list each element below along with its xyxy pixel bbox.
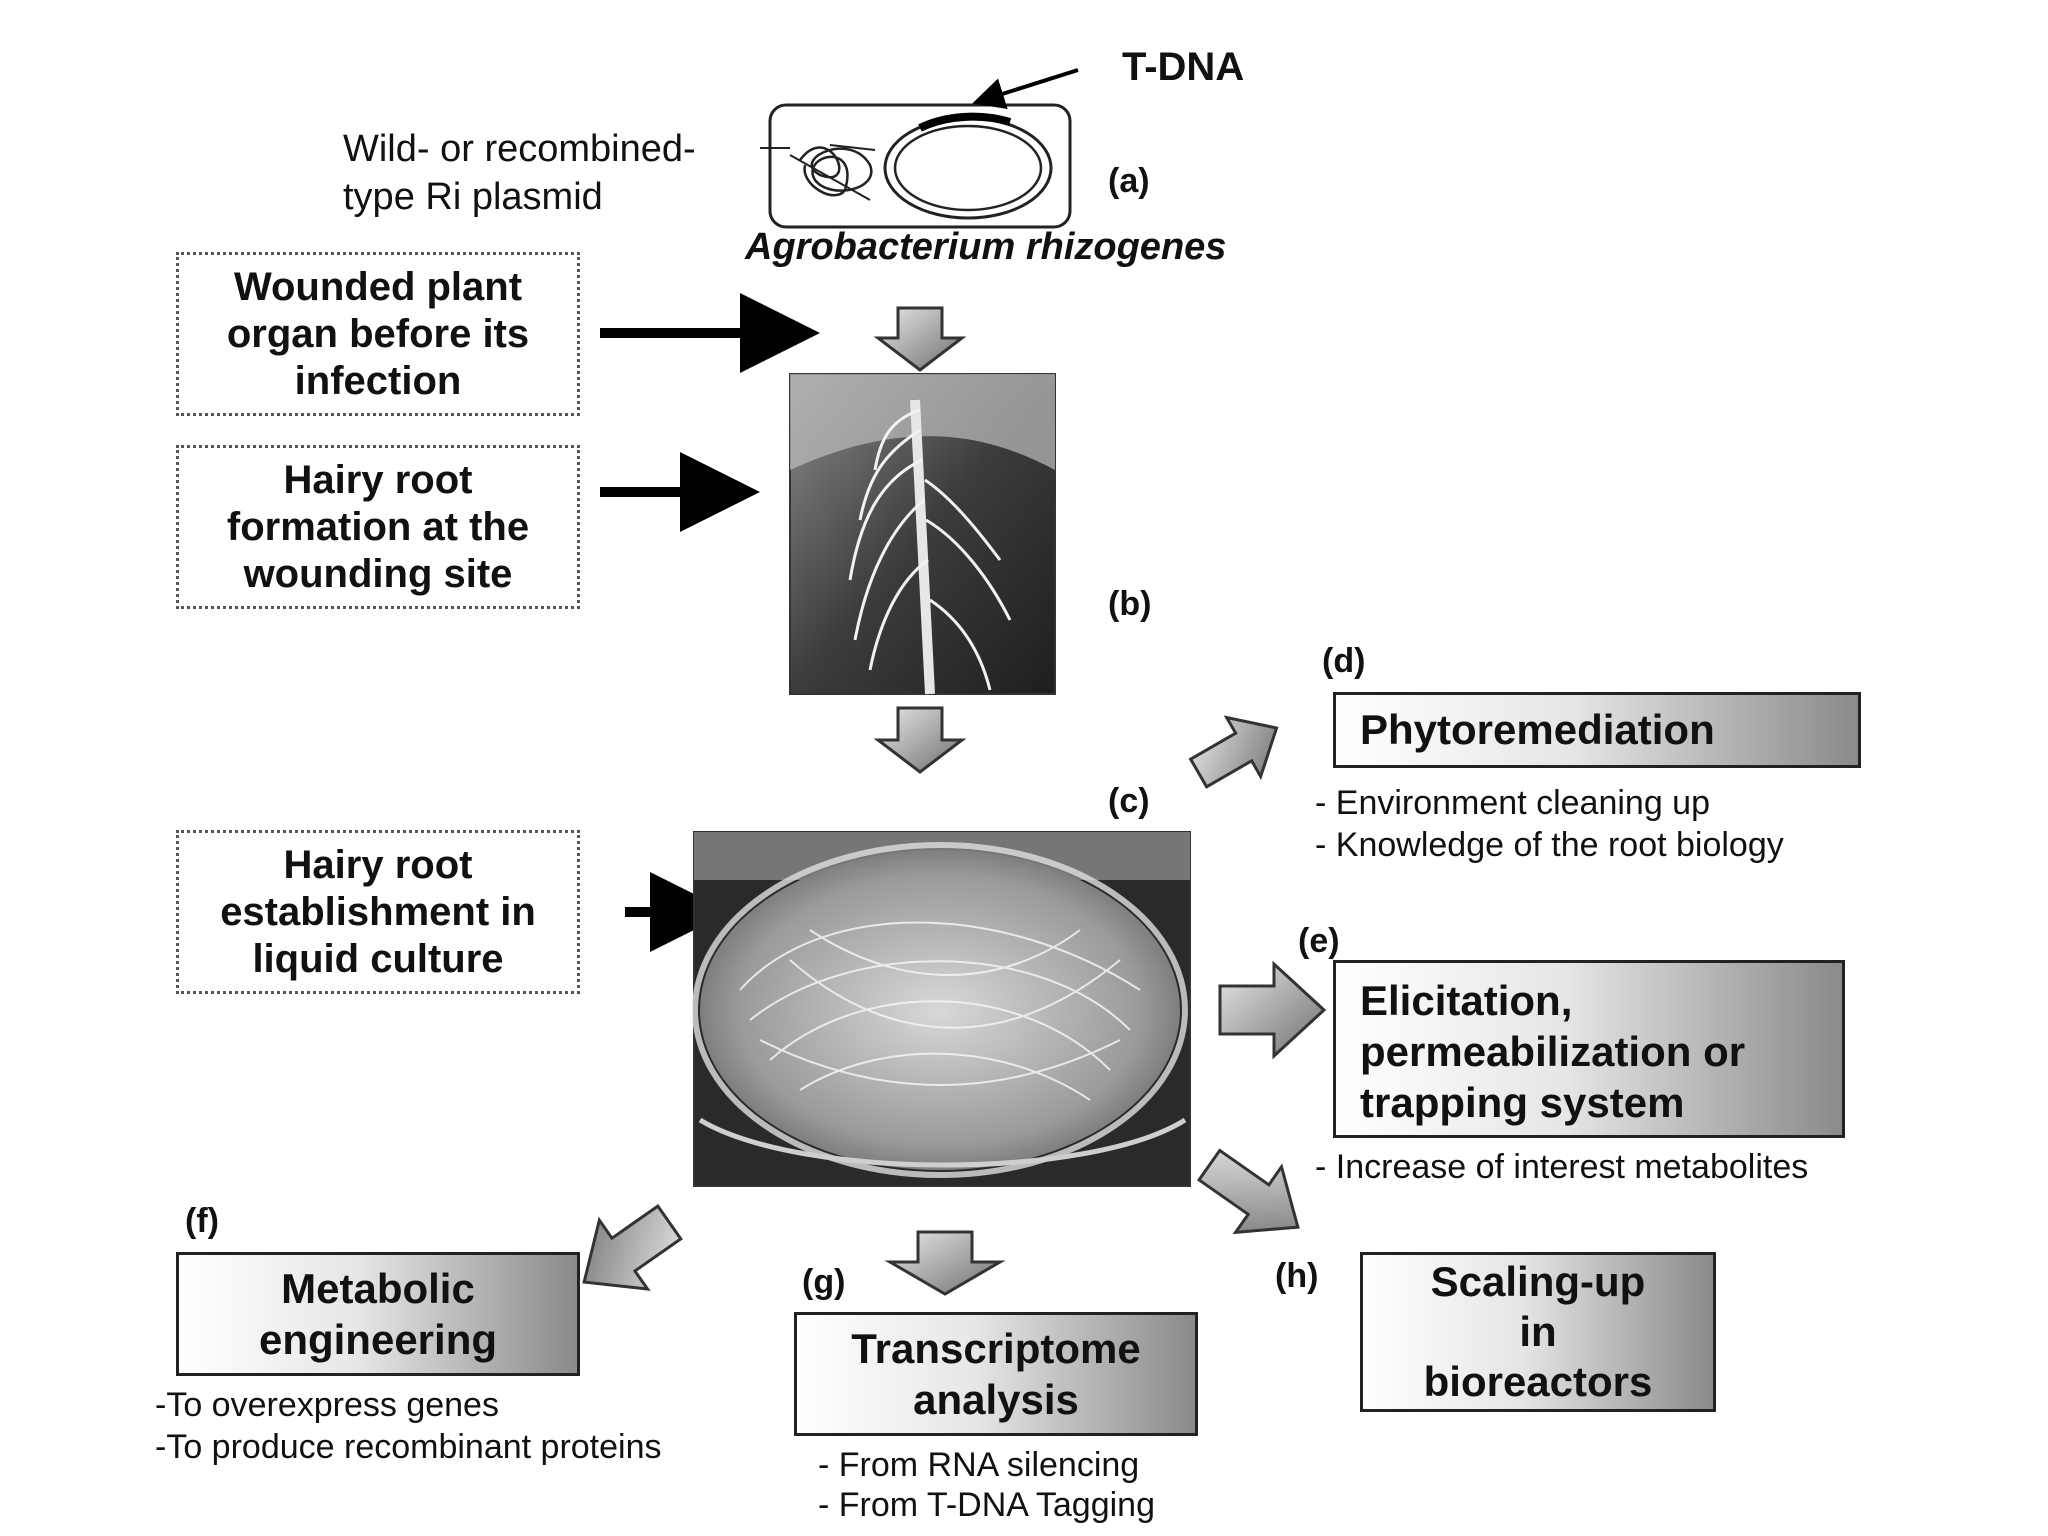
step-hairy-root-formation-box: Hairy root formation at the wounding sit… (176, 445, 580, 609)
scaling-title-line3: bioreactors (1423, 1358, 1653, 1405)
metabolic-engineering-box: Metabolic engineering (176, 1252, 580, 1376)
phytoremediation-bullets: - Environment cleaning up - Knowledge of… (1315, 782, 1784, 866)
step2-line3: wounding site (243, 551, 513, 596)
step2-line1: Hairy root (283, 457, 473, 502)
organism-label: Agrobacterium rhizogenes (745, 226, 1227, 268)
plasmid-label-line2: type Ri plasmid (343, 176, 603, 218)
bullet-e-1: - Increase of interest metabolites (1315, 1148, 1809, 1186)
tdna-pointer-arrow (972, 68, 1079, 110)
step3-line2: establishment in (220, 889, 536, 934)
tag-e: (e) (1298, 922, 1340, 960)
step1-line2: organ before its (226, 311, 530, 356)
block-arrow-down-1 (873, 306, 967, 372)
block-arrow-to-e (1218, 960, 1327, 1060)
elicitation-box: Elicitation, permeabilization or trappin… (1333, 960, 1845, 1138)
tag-h: (h) (1275, 1257, 1319, 1295)
elicitation-title-line2: permeabilization or (1360, 1028, 1746, 1075)
metabolic-title-line2: engineering (258, 1316, 498, 1363)
block-arrow-to-g (884, 1230, 1006, 1296)
step1-line1: Wounded plant (233, 264, 523, 309)
phytoremediation-title: Phytoremediation (1360, 706, 1715, 753)
scaling-title-line2: in (1519, 1308, 1557, 1355)
bullet-f-2: -To produce recombinant proteins (155, 1428, 662, 1466)
block-arrow-to-h (1196, 1148, 1300, 1235)
tag-g: (g) (802, 1263, 846, 1301)
phytoremediation-box: Phytoremediation (1333, 692, 1861, 768)
tag-b: (b) (1108, 585, 1152, 623)
metabolic-bullets: -To overexpress genes -To produce recomb… (155, 1384, 662, 1468)
step1-line3: infection (294, 358, 462, 403)
step-liquid-culture-box: Hairy root establishment in liquid cultu… (176, 830, 580, 994)
scaling-up-box: Scaling-up in bioreactors (1360, 1252, 1716, 1412)
agrobacterium-cell-icon (768, 103, 1072, 229)
scaling-title-line1: Scaling-up (1430, 1258, 1646, 1305)
tag-d: (d) (1322, 642, 1366, 680)
metabolic-title-line1: Metabolic (281, 1265, 475, 1312)
tdna-label: T-DNA (1122, 45, 1245, 89)
bullet-g-2: - From T-DNA Tagging (818, 1486, 1155, 1524)
step2-line2: formation at the (226, 504, 530, 549)
tag-a: (a) (1108, 162, 1150, 200)
elicitation-title-line1: Elicitation, (1360, 977, 1573, 1024)
transcriptome-title-line1: Transcriptome (851, 1325, 1141, 1372)
transcriptome-box: Transcriptome analysis (794, 1312, 1198, 1436)
block-arrow-to-d (1188, 715, 1279, 789)
bullet-d-2: - Knowledge of the root biology (1315, 826, 1784, 864)
elicitation-bullets: - Increase of interest metabolites (1315, 1146, 1808, 1188)
photo-hairy-root-leaf (789, 373, 1056, 695)
bullet-g-1: - From RNA silencing (818, 1446, 1140, 1484)
plasmid-label: Wild- or recombined- type Ri plasmid (343, 125, 696, 221)
block-arrow-down-2 (873, 706, 967, 774)
block-arrow-to-f (582, 1203, 683, 1291)
step3-line1: Hairy root (283, 842, 473, 887)
tag-f: (f) (185, 1202, 219, 1240)
plasmid-label-line1: Wild- or recombined- (343, 128, 696, 170)
step3-line3: liquid culture (252, 936, 504, 981)
step-wounded-plant-box: Wounded plant organ before its infection (176, 252, 580, 416)
bullet-d-1: - Environment cleaning up (1315, 784, 1711, 822)
transcriptome-bullets: - From RNA silencing - From T-DNA Taggin… (818, 1445, 1155, 1525)
bullet-f-1: -To overexpress genes (155, 1386, 499, 1424)
elicitation-title-line3: trapping system (1360, 1079, 1685, 1126)
transcriptome-title-line2: analysis (913, 1376, 1079, 1423)
tag-c: (c) (1108, 782, 1150, 820)
photo-hairy-root-culture (692, 831, 1191, 1187)
